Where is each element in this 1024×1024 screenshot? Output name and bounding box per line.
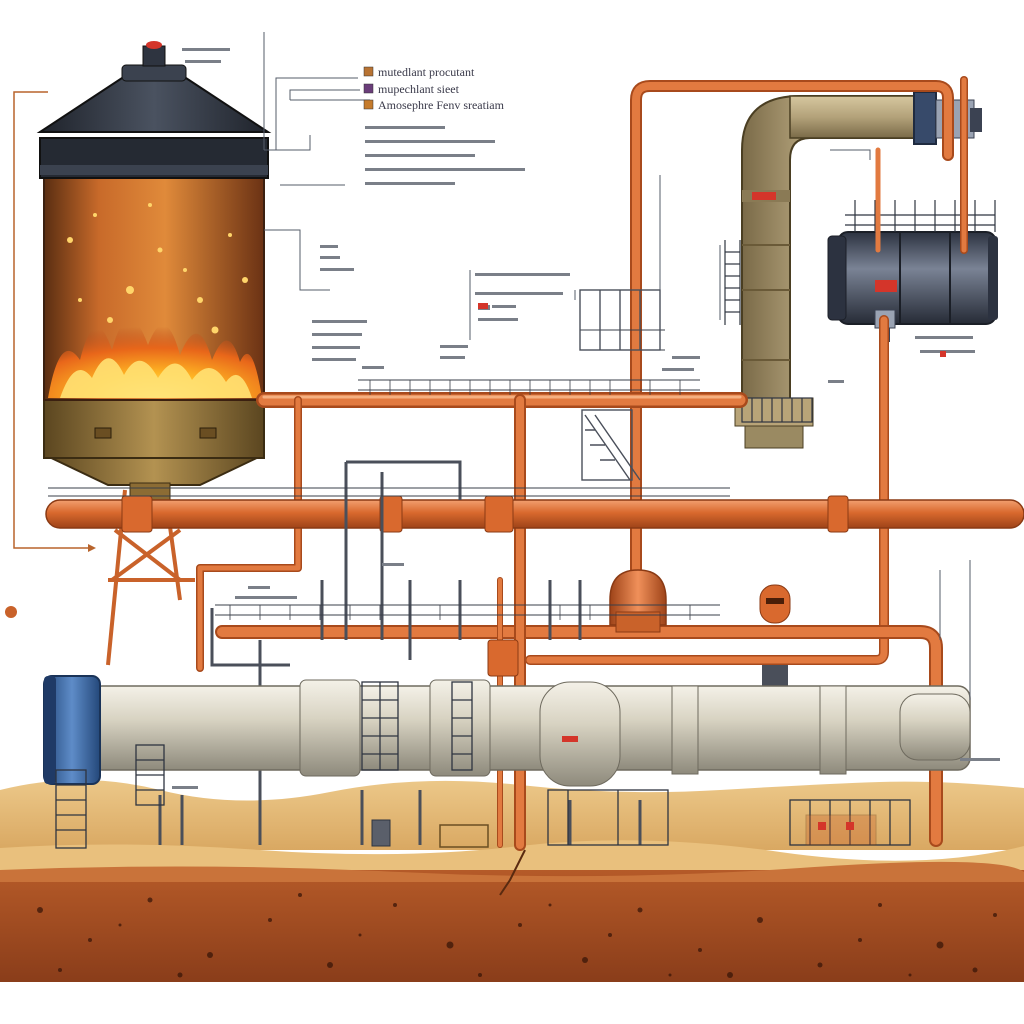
status-led [752,192,776,200]
legend-swatch [363,99,374,110]
stair-tower [579,289,661,481]
storage-drum [827,200,998,342]
flame-icon [48,203,262,398]
illegible-annotations [172,48,1000,789]
distillation-column [724,91,982,449]
equipment-boxes [371,814,877,848]
legend-label: mutedlant procutant [378,65,475,79]
pipe-network [196,76,968,851]
maintenance-ladders [55,681,911,849]
legend-label: Amosephre Fenv sreatiam [378,98,505,112]
legend-swatch [363,66,374,77]
steel-frame [158,460,642,845]
pressure-vessel [487,569,791,695]
reactor-tank [36,41,272,666]
annotation-leaders [263,32,971,700]
beacon-light [146,41,162,49]
legend-swatch [363,83,374,94]
legend: mutedlant procutant mupechlant sieet Amo… [363,65,505,112]
silver-pipeline [43,675,971,787]
soil-layer [0,870,1024,982]
signal-line [13,91,88,549]
ground [0,780,1024,982]
legend-item: mupechlant sieet [363,82,460,96]
legend-item: mutedlant procutant [363,65,475,79]
legend-label: mupechlant sieet [378,82,460,96]
catwalk-railing [48,329,730,616]
valve-icon [5,606,17,618]
main-header-pipe [45,495,1024,533]
legend-item: Amosephre Fenv sreatiam [363,98,505,112]
